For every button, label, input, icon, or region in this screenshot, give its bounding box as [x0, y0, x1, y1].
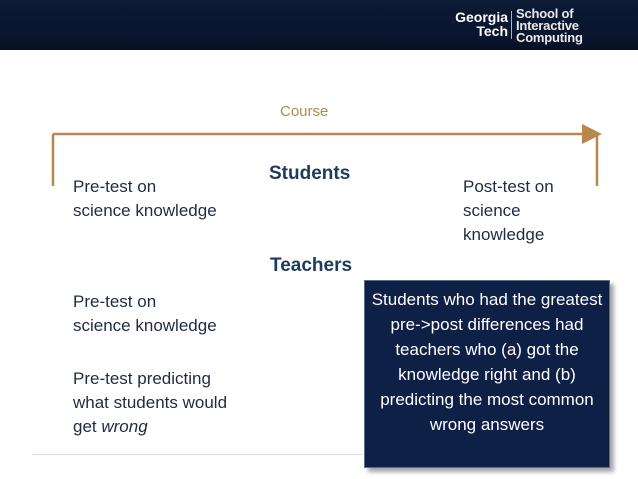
teachers-predict-line3: get wrong: [73, 415, 273, 439]
students-posttest-line2: science: [463, 201, 521, 220]
teachers-predict-line2: what students would: [73, 393, 228, 412]
teachers-pretest: Pre-test on science knowledge: [73, 290, 273, 338]
teachers-pretest-line1: Pre-test on: [73, 292, 157, 311]
teachers-predict: Pre-test predicting what students would …: [73, 367, 273, 439]
students-pretest-line1: Pre-test on: [73, 177, 157, 196]
logo-line-computing: Computing: [516, 30, 583, 45]
school-logo: School of Interactive Computing: [516, 6, 626, 45]
bottom-rule: [32, 454, 362, 455]
georgia-tech-logo: Georgia Tech: [438, 10, 508, 38]
findings-callout: Students who had the greatest pre->post …: [364, 280, 610, 468]
logo-line-georgia: Georgia: [455, 9, 508, 25]
teachers-predict-prefix: get: [73, 417, 102, 436]
course-label: Course: [280, 103, 329, 120]
teachers-predict-emphasis: wrong: [101, 417, 148, 436]
students-posttest-line1: Post-test on: [463, 177, 554, 196]
students-posttest-line3: knowledge: [463, 225, 545, 244]
students-posttest: Post-test on science knowledge: [463, 175, 613, 247]
students-pretest-line2: science knowledge: [73, 201, 217, 220]
logo-line-school-of: School of: [516, 6, 574, 21]
logo-divider: [511, 11, 512, 39]
logo-line-tech: Tech: [476, 23, 508, 39]
teachers-pretest-line2: science knowledge: [73, 316, 217, 335]
logo-line-interactive: Interactive: [516, 18, 579, 33]
teachers-heading: Teachers: [270, 255, 353, 276]
header-banner: Georgia Tech School of Interactive Compu…: [0, 0, 638, 50]
students-heading: Students: [269, 163, 351, 184]
teachers-predict-line1: Pre-test predicting: [73, 369, 211, 388]
students-pretest: Pre-test on science knowledge: [73, 175, 273, 223]
